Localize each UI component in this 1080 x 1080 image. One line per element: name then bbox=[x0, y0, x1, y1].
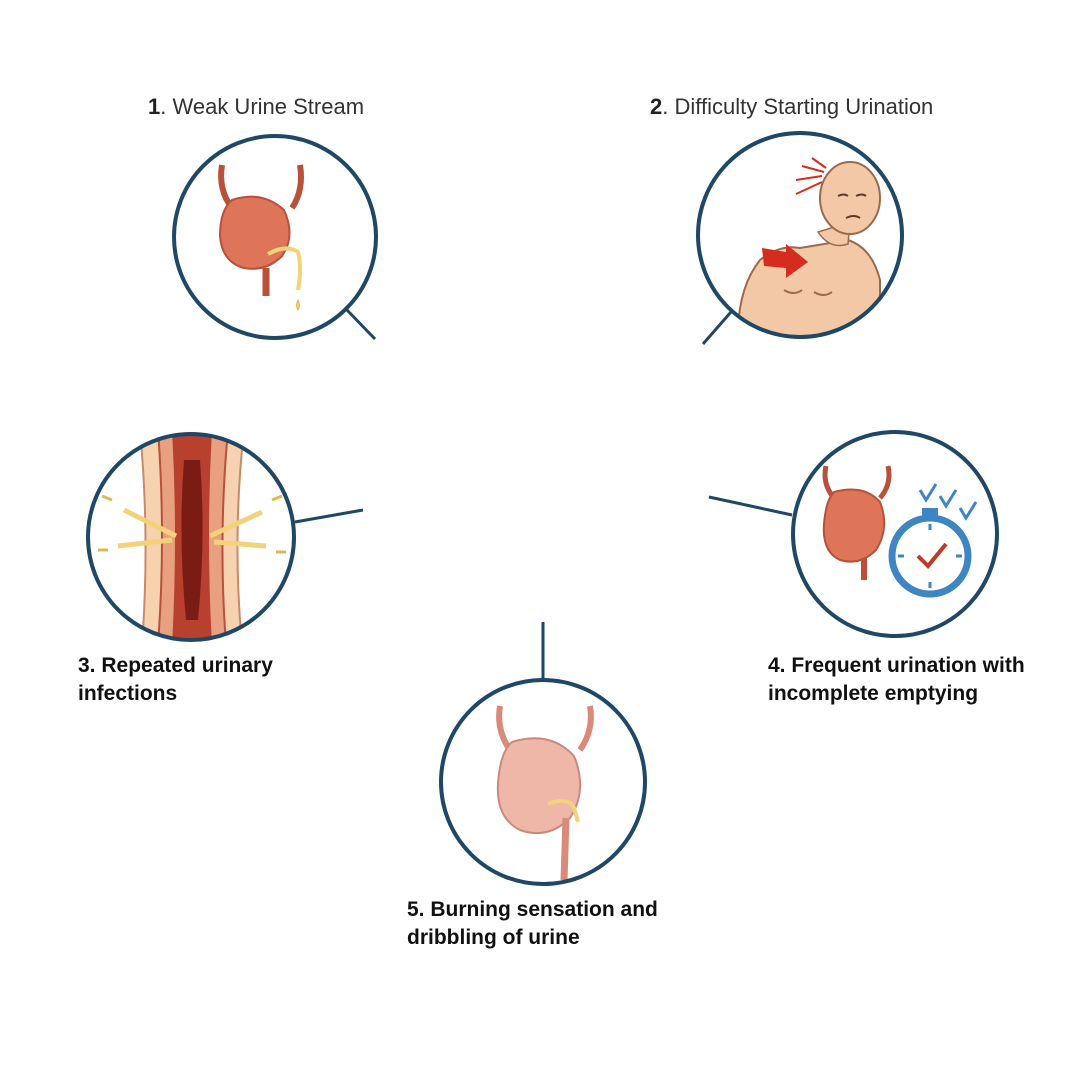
ring-3 bbox=[86, 432, 296, 642]
symptom-text-5-line1: 5. Burning sensation and bbox=[407, 898, 658, 921]
ring-1 bbox=[172, 134, 378, 340]
symptom-text-3-line2: infections bbox=[78, 682, 178, 705]
infected-urethra-icon bbox=[89, 435, 293, 639]
symptom-number-1: 1 bbox=[148, 94, 161, 119]
symptom-label-4: 4. Frequent urination with incomplete em… bbox=[768, 652, 1025, 708]
symptom-label-2: 2. Difficulty Starting Urination bbox=[650, 94, 934, 119]
symptom-label-1: 1. Weak Urine Stream bbox=[148, 94, 365, 119]
bladder-stopwatch-icon bbox=[794, 433, 996, 635]
symptom-number-2: 2 bbox=[650, 94, 663, 119]
symptom-text-4-line1: 4. Frequent urination with bbox=[768, 654, 1025, 677]
man-in-pain-icon bbox=[699, 134, 901, 336]
symptom-label-3: 3. Repeated urinary infections bbox=[78, 652, 273, 708]
connector-line-1 bbox=[344, 307, 377, 341]
symptom-text-2: Difficulty Starting Urination bbox=[674, 94, 934, 119]
connector-line-3 bbox=[294, 508, 364, 524]
symptom-text-5-line2: dribbling of urine bbox=[407, 926, 580, 949]
symptom-label-5: 5. Burning sensation and dribbling of ur… bbox=[407, 896, 658, 952]
dribbling-bladder-icon bbox=[442, 681, 644, 883]
ring-2 bbox=[696, 131, 904, 339]
ring-4 bbox=[791, 430, 999, 638]
symptom-text-4-line2: incomplete emptying bbox=[768, 682, 979, 705]
symptom-text-3-line1: 3. Repeated urinary bbox=[78, 654, 273, 677]
ring-5 bbox=[439, 678, 647, 886]
connector-line-2 bbox=[701, 311, 733, 345]
connector-line-4 bbox=[708, 495, 793, 517]
symptom-text-1: Weak Urine Stream bbox=[172, 94, 365, 119]
weak-stream-bladder-icon bbox=[175, 137, 375, 337]
